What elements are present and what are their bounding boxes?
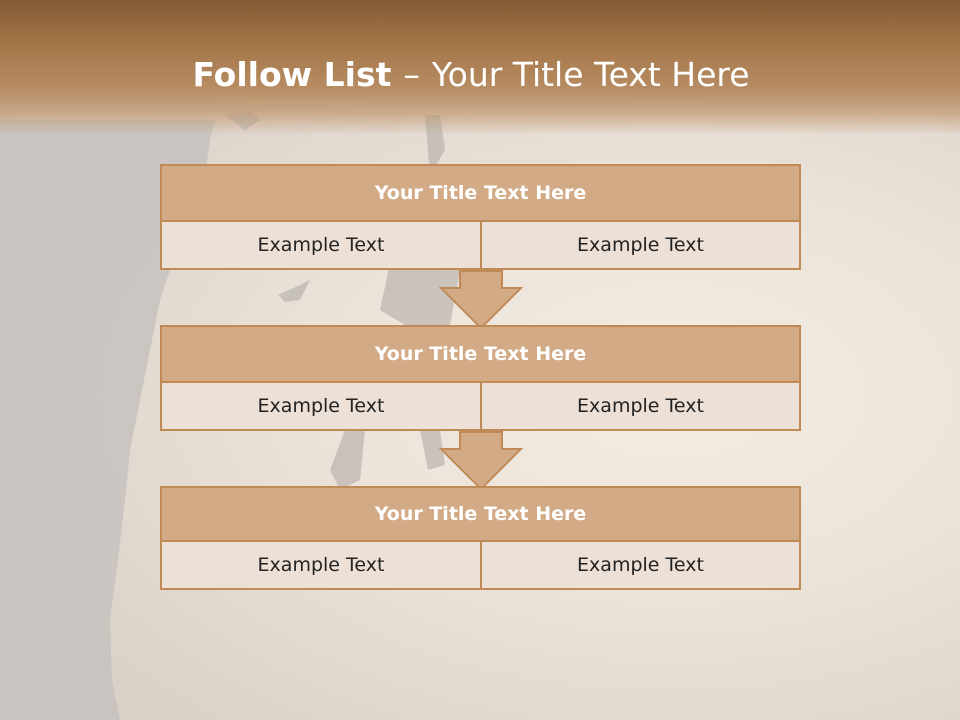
down-arrow-icon	[439, 431, 523, 491]
block-cell-right: Example Text	[480, 381, 801, 431]
title-main: Follow List	[192, 55, 392, 94]
block-cell-right: Example Text	[480, 220, 801, 270]
block-cell-left: Example Text	[160, 540, 482, 590]
block-title: Your Title Text Here	[160, 164, 801, 222]
block-cell-right: Example Text	[480, 540, 801, 590]
cliff-silhouette	[0, 120, 215, 720]
title-separator: –	[403, 55, 420, 94]
block-title: Your Title Text Here	[160, 486, 801, 542]
block-cell-left: Example Text	[160, 381, 482, 431]
down-arrow-icon	[439, 270, 523, 330]
title-band	[0, 0, 960, 135]
title-subtitle: Your Title Text Here	[431, 55, 750, 94]
block-title: Your Title Text Here	[160, 325, 801, 383]
slide-title: Follow List–Your Title Text Here	[0, 53, 942, 97]
block-cell-left: Example Text	[160, 220, 482, 270]
